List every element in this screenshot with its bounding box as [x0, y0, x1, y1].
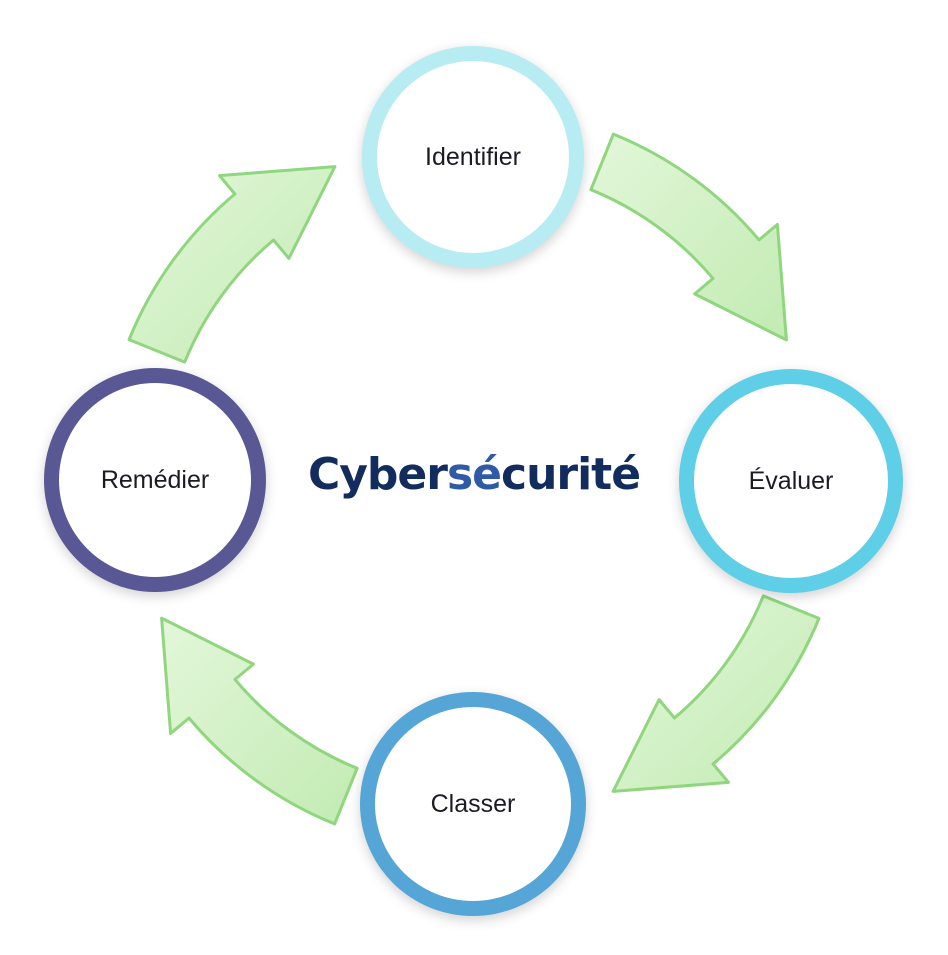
step-evaluer: Évaluer [679, 369, 903, 593]
arrow-identifier-to-evaluer [589, 132, 788, 342]
arrow-evaluer-to-classer [611, 594, 821, 793]
center-title-part-c: curité [500, 449, 641, 500]
step-label-evaluer: Évaluer [748, 466, 834, 495]
arrow-classer-to-remedier [160, 616, 359, 826]
step-label-classer: Classer [430, 789, 516, 818]
step-classer: Classer [360, 692, 586, 916]
step-label-identifier: Identifier [425, 142, 521, 171]
center-title-part-b: sé [446, 449, 502, 500]
arrow-remedier-to-identifier [127, 165, 337, 364]
step-identifier: Identifier [362, 46, 584, 268]
step-label-remedier: Remédier [100, 465, 210, 494]
center-title: Cybersécurité [222, 440, 726, 510]
step-remedier: Remédier [44, 368, 266, 592]
center-title-part-a: Cyber [307, 449, 448, 500]
